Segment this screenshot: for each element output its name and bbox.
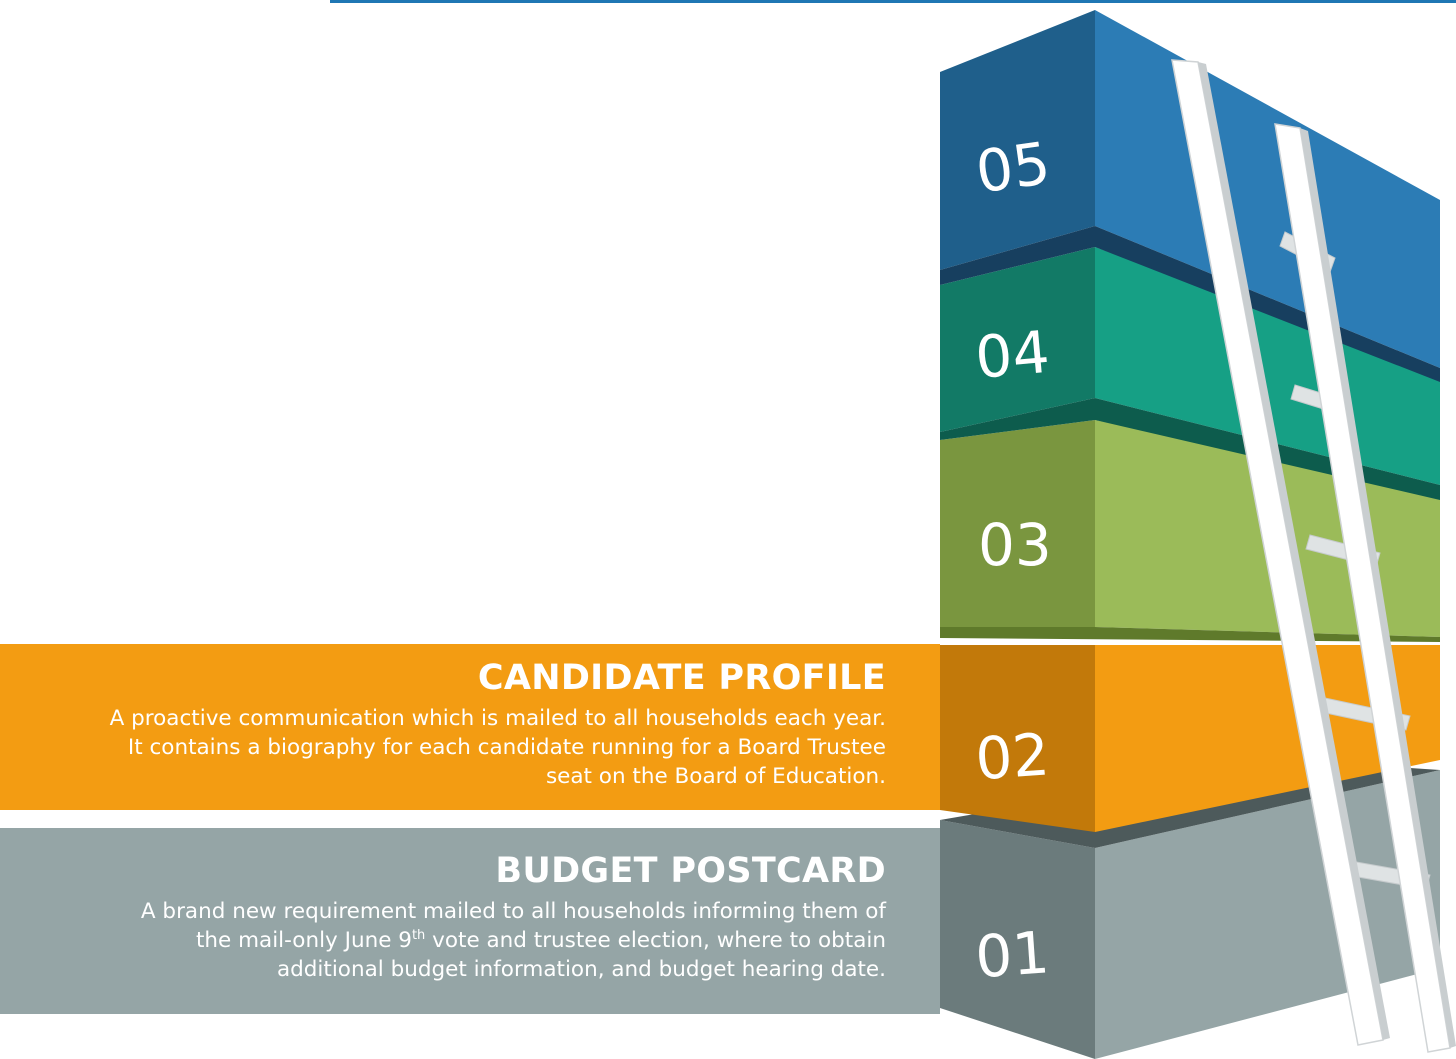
candidate-profile-banner: CANDIDATE PROFILE A proactive communicat…	[0, 644, 940, 810]
budget-postcard-title: BUDGET POSTCARD	[495, 851, 886, 891]
block-02-number: 02	[973, 720, 1051, 793]
candidate-profile-line-3: seat on the Board of Education.	[545, 764, 886, 789]
budget-postcard-line-2: the mail-only June 9th vote and trustee …	[195, 927, 886, 953]
block-05-number: 05	[972, 129, 1055, 207]
budget-postcard-banner: BUDGET POSTCARD A brand new requirement …	[0, 828, 940, 1014]
block-04-number: 04	[973, 318, 1052, 392]
candidate-profile-line-2: It contains a biography for each candida…	[127, 735, 886, 760]
budget-postcard-line-3: additional budget information, and budge…	[276, 957, 886, 982]
block-01-number: 01	[973, 918, 1051, 991]
candidate-profile-description: A proactive communication which is maile…	[0, 704, 886, 791]
block-03-number: 03	[978, 511, 1052, 579]
candidate-profile-title: CANDIDATE PROFILE	[477, 658, 886, 698]
candidate-profile-line-1: A proactive communication which is maile…	[109, 706, 886, 731]
block-02: 02	[940, 645, 1440, 832]
top-rule	[330, 0, 1456, 3]
budget-postcard-line-1: A brand new requirement mailed to all ho…	[140, 899, 886, 924]
budget-postcard-description: A brand new requirement mailed to all ho…	[0, 897, 886, 984]
ladder-icon	[1171, 59, 1456, 1053]
